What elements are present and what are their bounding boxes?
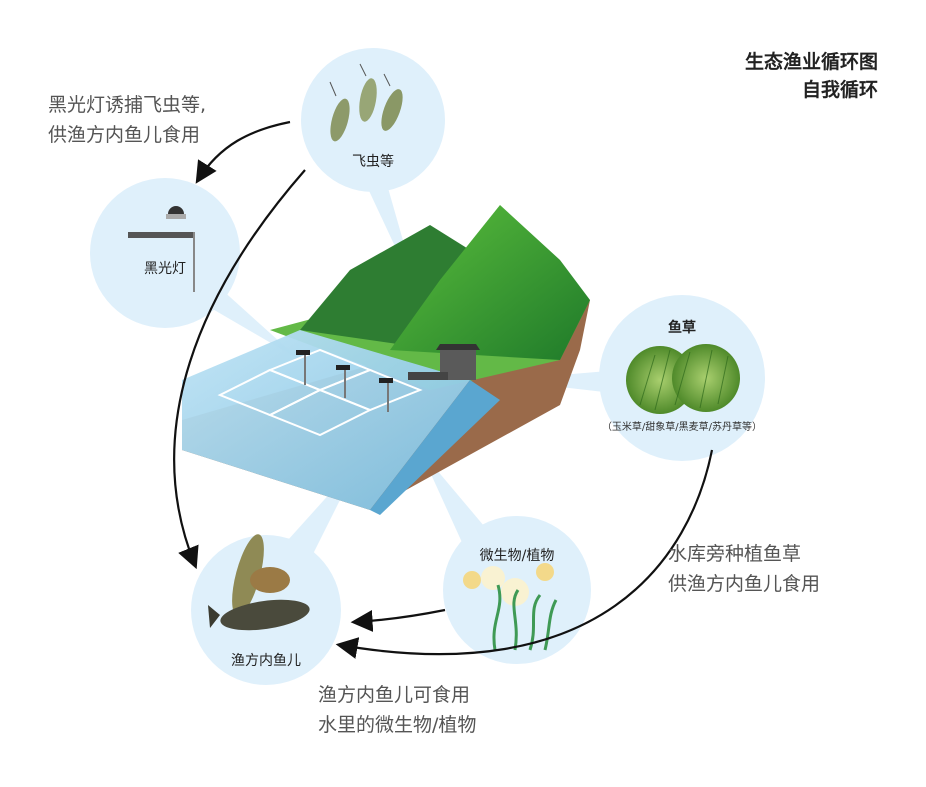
title-line-2: 自我循环 (801, 79, 878, 101)
microbes-label: 微生物/植物 (479, 548, 555, 564)
fish-note-line-1: 渔方内鱼儿可食用 (318, 684, 471, 706)
grass-note: 水库旁种植鱼草 供渔方内鱼儿食用 (668, 539, 820, 599)
lamp-label: 黑光灯 (144, 261, 186, 277)
fish-note-line-2: 水里的微生物/植物 (318, 714, 477, 736)
arrow-insects-to-lamp (195, 120, 291, 184)
landscape-illustration (182, 205, 590, 515)
grass-label: 鱼草 (668, 320, 696, 336)
fish-illustration (208, 534, 310, 631)
lamp-note-line-2: 供渔方内鱼儿食用 (48, 124, 201, 146)
title-line-1: 生态渔业循环图 (744, 51, 878, 73)
lamp-posts (304, 355, 389, 412)
arrow-grass-to-fish (335, 449, 714, 659)
bubble-lamp (90, 178, 240, 328)
diagram-title: 生态渔业循环图 自我循环 (745, 48, 878, 104)
fish-cages (217, 348, 423, 437)
grass-note-line-1: 水库旁种植鱼草 (668, 543, 802, 565)
lamp-note: 黑光灯诱捕飞虫等, 供渔方内鱼儿食用 (48, 90, 206, 150)
fish-label: 渔方内鱼儿 (231, 653, 301, 669)
bubble-insects (301, 48, 445, 192)
cycle-arrows (173, 120, 714, 659)
lamp-note-line-1: 黑光灯诱捕飞虫等, (48, 94, 207, 116)
arrow-microbes-to-fish (350, 608, 446, 632)
insect-illustration (329, 63, 403, 142)
grass-note-line-2: 供渔方内鱼儿食用 (668, 573, 821, 595)
arrow-insects-to-fish (173, 169, 306, 570)
mountain-front (390, 205, 590, 360)
insects-label: 飞虫等 (352, 154, 394, 170)
blacklight-illustration (128, 206, 195, 292)
fish-note: 渔方内鱼儿可食用 水里的微生物/植物 (318, 680, 476, 740)
hut (408, 344, 480, 380)
grass-types-label: （玉米草/甜象草/黑麦草/苏丹草等） (601, 422, 763, 433)
grass-photos (626, 344, 740, 414)
pond-water (182, 330, 470, 510)
